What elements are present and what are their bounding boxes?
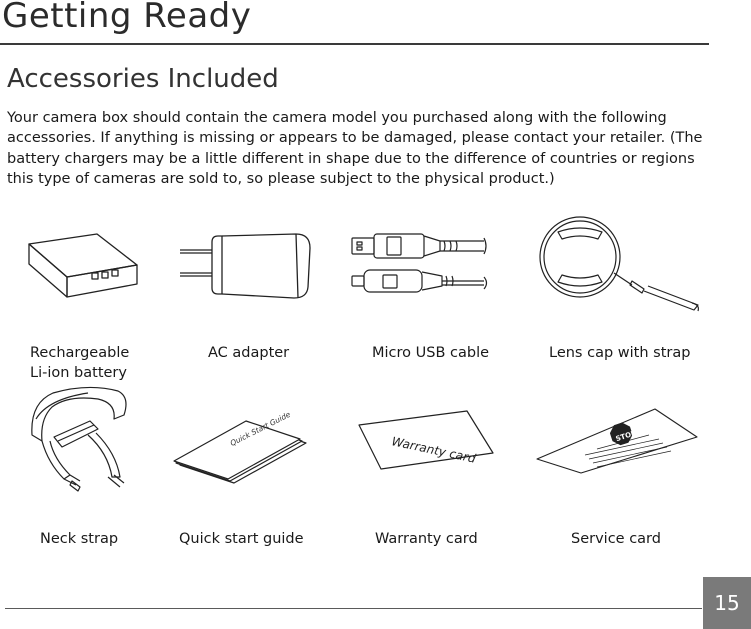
page-number: 15 [703, 577, 751, 629]
quick-start-guide-icon: Quick Start Guide [173, 410, 307, 484]
accessory-label: Service card [571, 531, 661, 547]
battery-icon [28, 233, 138, 298]
section-title: Accessories Included [7, 64, 279, 94]
title-divider [0, 43, 709, 45]
accessory-label: Warranty card [375, 531, 478, 547]
ac-adapter-icon [180, 233, 311, 299]
accessory-label: Lens cap with strap [549, 345, 691, 361]
accessory-label: Quick start guide [179, 531, 304, 547]
neck-strap-icon [31, 386, 127, 492]
intro-paragraph: Your camera box should contain the camer… [7, 110, 703, 187]
accessory-label: Neck strap [40, 531, 119, 547]
accessory-label: AC adapter [208, 345, 290, 361]
footer-divider [5, 608, 702, 609]
service-card-icon: STOP [536, 408, 698, 474]
usb-cable-icon [351, 233, 488, 293]
page-title: Getting Ready [2, 0, 252, 36]
lens-cap-icon [539, 216, 699, 312]
warranty-card-icon: Warranty card [358, 410, 494, 470]
accessory-label: Micro USB cable [372, 345, 490, 361]
